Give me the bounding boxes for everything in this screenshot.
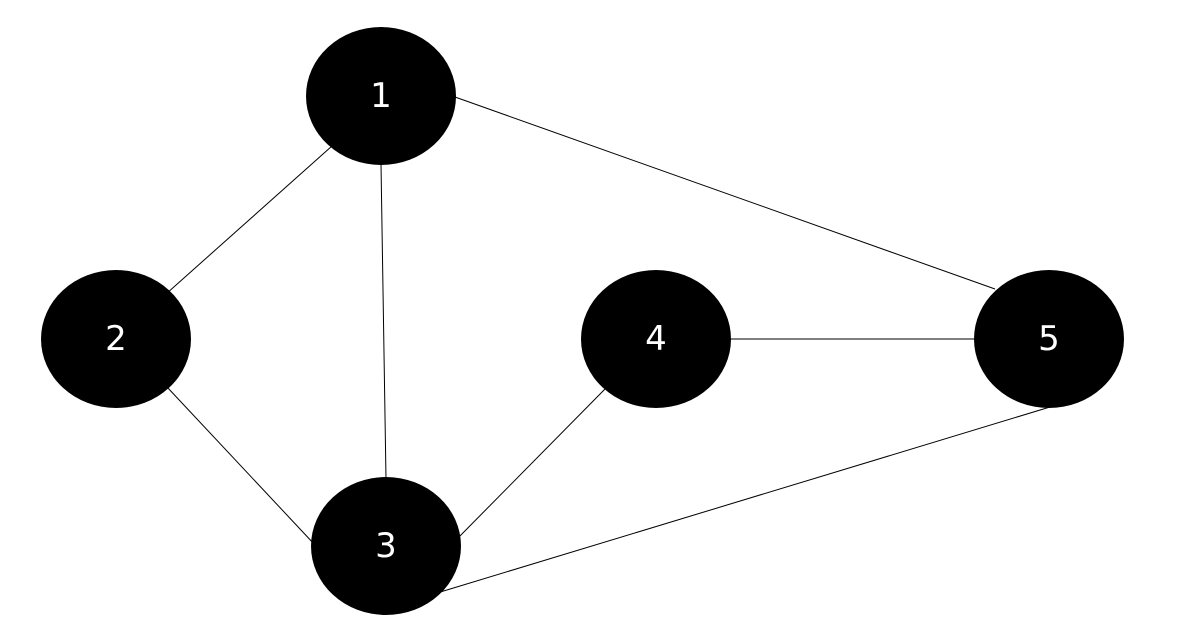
node-5-label: 5 — [1038, 319, 1060, 359]
edge-2-3 — [166, 386, 316, 546]
node-2-circle — [41, 270, 191, 408]
edge-1-2 — [165, 145, 333, 295]
edge-1-3 — [380, 163, 387, 480]
node-5: 5 — [974, 270, 1124, 408]
node-4-label: 4 — [645, 319, 667, 359]
node-1-circle — [306, 27, 456, 165]
node-2-label: 2 — [105, 319, 127, 359]
edge-3-5 — [436, 406, 1051, 594]
edge-3-4 — [454, 387, 607, 542]
node-5-circle — [974, 270, 1124, 408]
node-1: 1 — [306, 27, 456, 165]
edge-1-5 — [454, 96, 996, 290]
edges — [165, 96, 1051, 594]
node-3-circle — [311, 477, 461, 615]
node-4: 4 — [581, 270, 731, 408]
node-2: 2 — [41, 270, 191, 408]
node-4-circle — [581, 270, 731, 408]
nodes: 1 2 3 4 5 — [41, 27, 1124, 615]
node-1-label: 1 — [370, 76, 392, 116]
node-3-label: 3 — [375, 526, 397, 566]
node-3: 3 — [311, 477, 461, 615]
